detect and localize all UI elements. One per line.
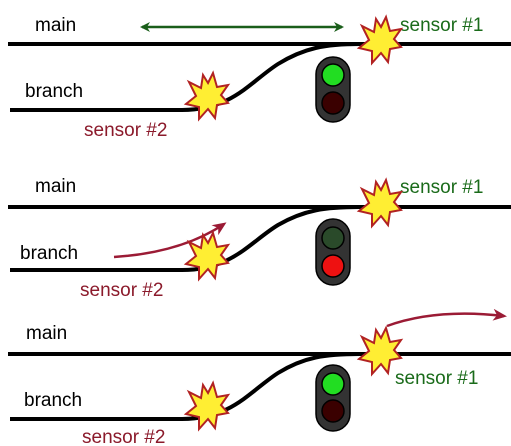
signal-red-lamp: [321, 91, 345, 115]
panel-3: main branch sensor #1 sensor #2: [8, 308, 511, 446]
sensor-2-label: sensor #2: [82, 427, 165, 446]
signal-light: [315, 56, 351, 123]
branch-label: branch: [24, 390, 82, 411]
sensor-1-star-icon: [356, 177, 404, 229]
panel-1: main branch sensor #1 sensor #2: [8, 14, 511, 141]
branch-label: branch: [25, 81, 83, 102]
sensor-1-star-icon: [356, 325, 404, 377]
signal-red-lamp: [321, 254, 345, 278]
sensor-2-label: sensor #2: [80, 280, 163, 301]
sensor-1-label: sensor #1: [400, 15, 483, 36]
sensor-2-star-icon: [183, 70, 231, 122]
signal-green-lamp: [321, 226, 345, 250]
main-label: main: [35, 15, 76, 36]
signal-green-lamp: [321, 372, 345, 396]
sensor-2-label: sensor #2: [84, 120, 167, 141]
sensor-2-star-icon: [183, 380, 231, 432]
signal-red-lamp: [321, 399, 345, 423]
sensor-1-label: sensor #1: [400, 177, 483, 198]
signal-light: [315, 364, 351, 432]
incoming-branch-arrow: [113, 222, 227, 259]
panel-2: main branch sensor #1 sensor #2: [8, 176, 511, 301]
sensor-1-label: sensor #1: [395, 368, 478, 389]
main-label: main: [26, 323, 67, 344]
signal-green-lamp: [321, 63, 345, 87]
main-label: main: [35, 176, 76, 197]
signal-light: [315, 218, 351, 286]
branch-label: branch: [20, 243, 78, 264]
sensor-2-star-icon: [183, 230, 231, 282]
outgoing-main-arrow: [386, 308, 507, 328]
sensor-1-star-icon: [356, 14, 404, 66]
